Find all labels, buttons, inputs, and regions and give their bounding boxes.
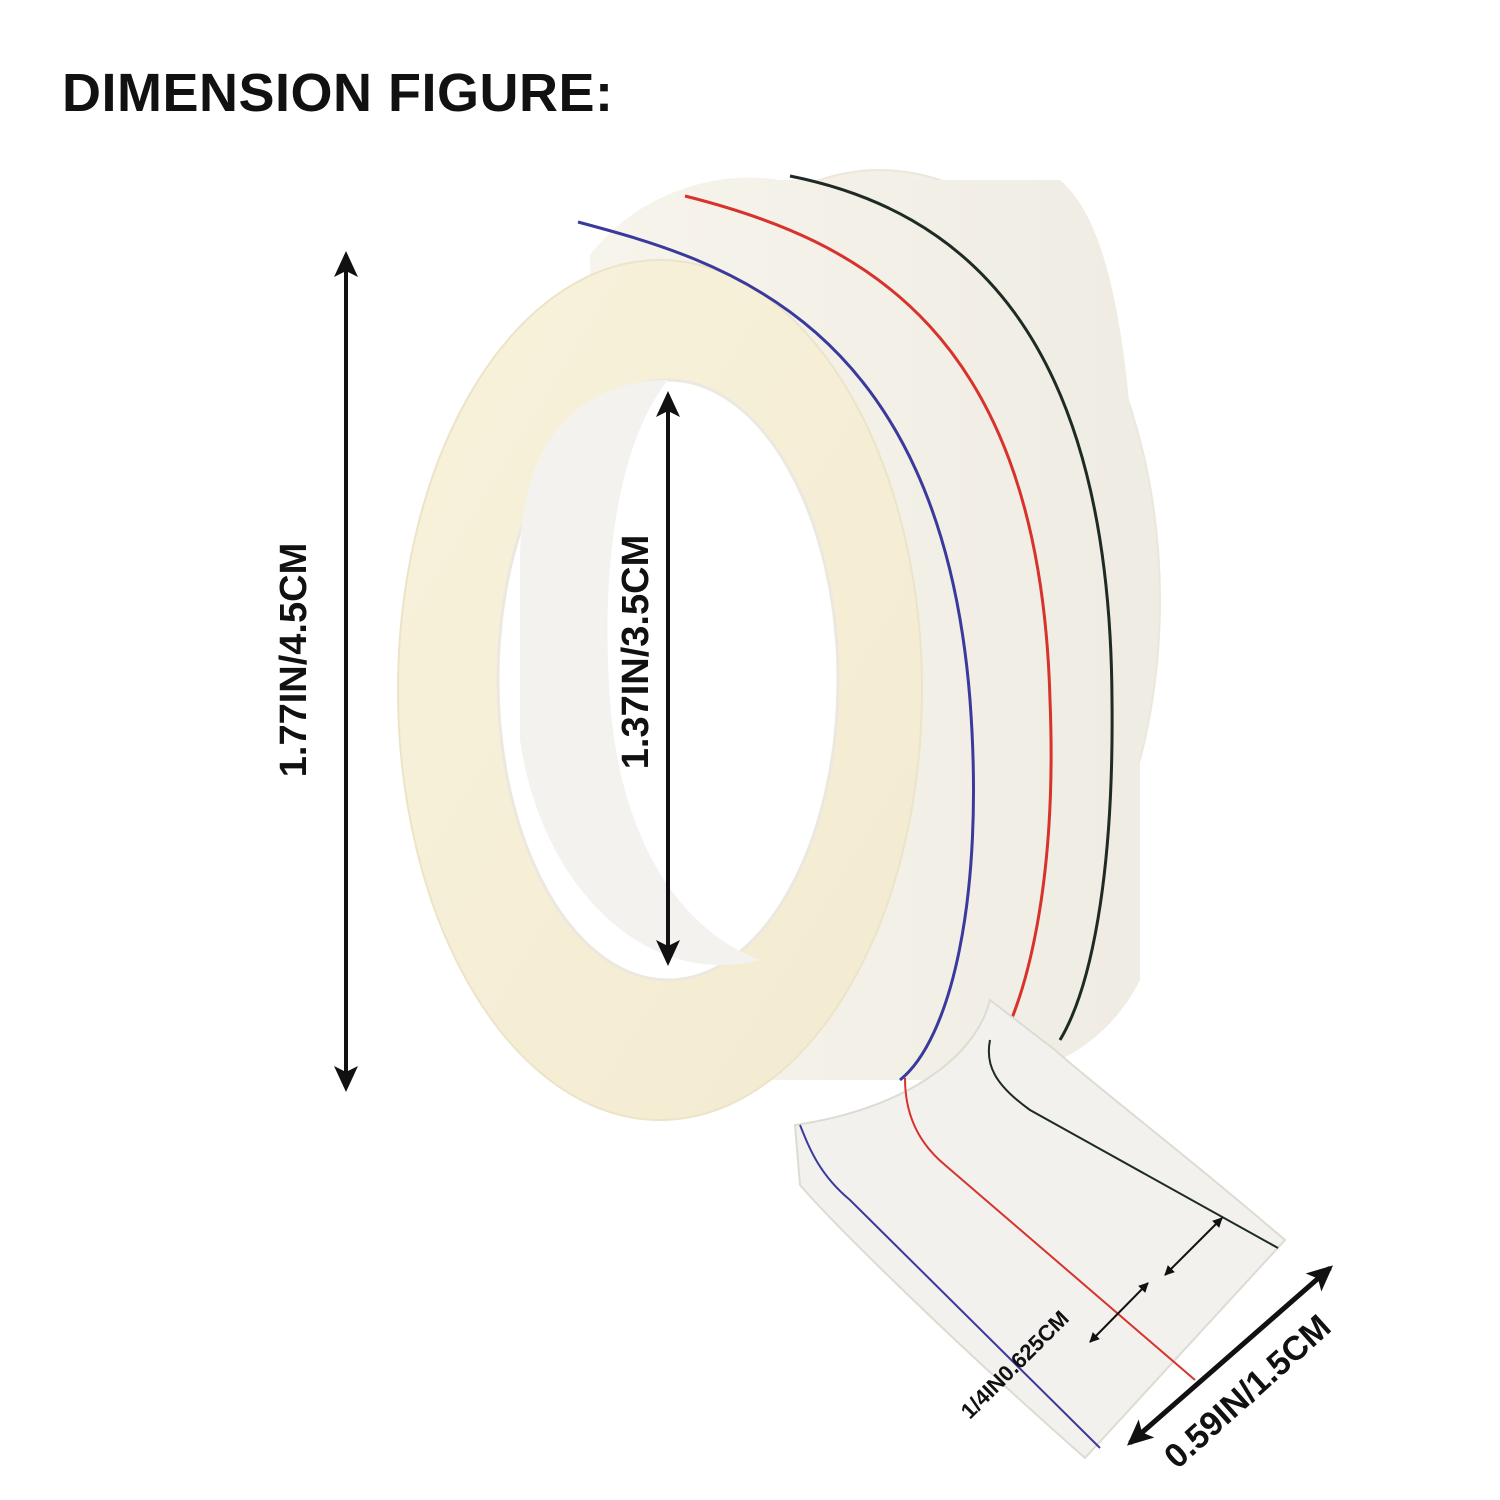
black-guide-line — [789, 174, 1114, 1041]
strip-blue-line — [799, 1124, 1101, 1449]
strip-black-line — [987, 1039, 1279, 1249]
red-guide-line — [684, 194, 1053, 1061]
inner-diameter-label: 1.37IN/3.5CM — [615, 535, 657, 769]
tape-core-shadow — [520, 380, 760, 965]
page-title: DIMENSION FIGURE: — [62, 63, 614, 123]
strip-red-line — [904, 1077, 1196, 1381]
inner-diameter-dimension: 1.37IN/3.5CM — [615, 391, 680, 966]
outer-diameter-dimension: 1.77IN/4.5CM — [273, 251, 358, 1092]
outer-diameter-label: 1.77IN/4.5CM — [273, 543, 315, 777]
blue-guide-line — [577, 220, 975, 1082]
tape-width-arrow — [1126, 1265, 1334, 1446]
tape-roll — [397, 169, 1161, 1121]
